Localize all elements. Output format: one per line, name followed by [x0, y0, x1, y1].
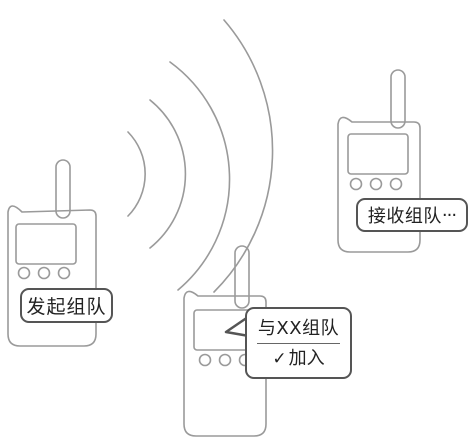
start-team-text: 发起组队 — [26, 296, 107, 318]
start-team-label: 发起组队 — [20, 288, 113, 323]
radio-wave-icon — [127, 19, 274, 293]
receive-team-label: 接收组队··· — [356, 198, 468, 232]
join-team-bubble: 与XX组队 ✓加入 — [245, 307, 352, 379]
check-icon: ✓ — [272, 349, 287, 369]
join-text: 加入 — [288, 348, 325, 369]
receive-team-text: 接收组队 — [367, 206, 442, 227]
join-action[interactable]: ✓加入 — [251, 344, 346, 374]
invite-text: 与XX组队 — [257, 315, 340, 344]
walkie-talkie-left-icon — [7, 159, 97, 347]
ellipsis-text: ··· — [441, 204, 457, 226]
walkie-talkie-right-icon — [337, 69, 421, 253]
